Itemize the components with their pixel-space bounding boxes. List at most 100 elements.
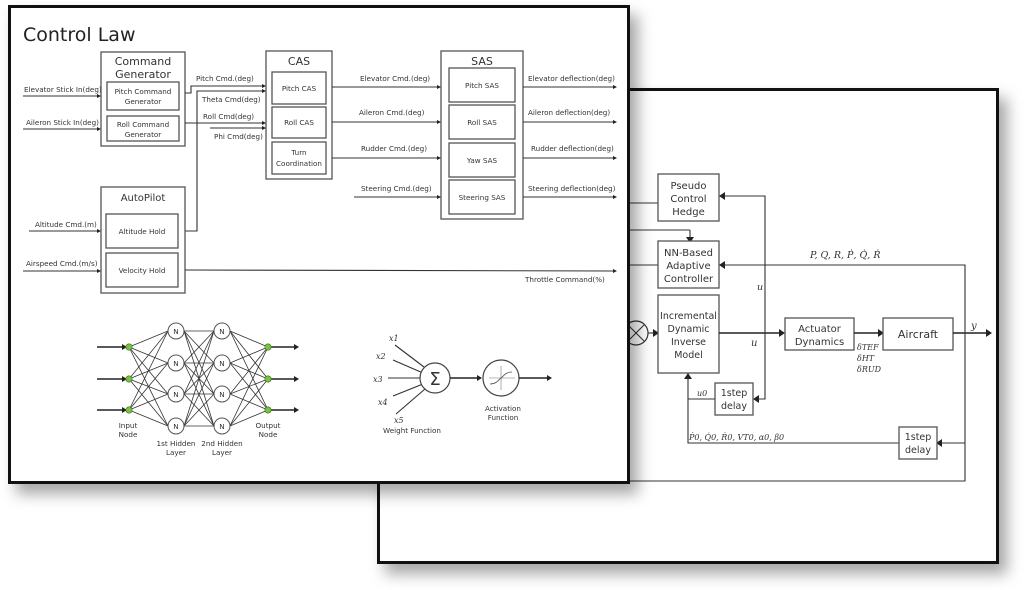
one-step-delay-block xyxy=(714,382,754,416)
io-node xyxy=(264,375,272,383)
turn-coordination-block xyxy=(271,141,327,175)
hidden-neuron xyxy=(167,417,185,435)
arrow-head xyxy=(477,375,482,381)
roll-cas-block xyxy=(271,106,327,139)
nn-label: Controller xyxy=(664,274,714,285)
nn-label: NN-Based xyxy=(664,248,713,259)
arrow-head xyxy=(613,120,617,124)
roll-cmd-gen-label: Generator xyxy=(125,130,162,139)
u0-label: u0 xyxy=(697,389,707,398)
delta-ht-label: δHT xyxy=(857,354,875,363)
nn-edge xyxy=(229,346,269,427)
hidden-neuron xyxy=(167,385,185,403)
delay-label: delay xyxy=(721,401,747,412)
weight-input-line xyxy=(394,344,425,368)
elevator-cmd-label: Elevator Cmd.(deg) xyxy=(360,74,430,83)
actuator-label: Actuator xyxy=(798,324,842,335)
pitch-cas-block xyxy=(271,71,327,105)
arrow-head xyxy=(437,156,441,160)
pitch-cmd-gen-label: Generator xyxy=(125,97,162,106)
io-node xyxy=(125,406,133,414)
roll-sas-label: Roll SAS xyxy=(467,118,497,127)
phi-cmd-label: Phi Cmd(deg) xyxy=(214,132,263,141)
weight-input-line xyxy=(395,388,426,415)
arrow-head xyxy=(294,407,299,413)
pch-label: Hedge xyxy=(672,207,705,218)
arrow-head xyxy=(613,85,617,89)
elevator-defl-label: Elevator deflection(deg) xyxy=(528,74,615,83)
hidden2-label: Layer xyxy=(212,448,232,457)
arrow-head xyxy=(613,195,617,199)
nn-edge xyxy=(128,362,169,411)
arrow-head xyxy=(97,127,101,131)
steering-defl-label: Steering deflection(deg) xyxy=(528,184,616,193)
nn-edge xyxy=(128,330,169,411)
rudder-defl-label: Rudder deflection(deg) xyxy=(531,144,614,153)
turn-coord-label: Turn xyxy=(290,148,306,157)
weight-input-line xyxy=(392,383,424,397)
arrow-head xyxy=(97,94,101,98)
x1-label: x1 xyxy=(389,334,399,343)
control-law-diagram: Control Law Command Generator Pitch Comm… xyxy=(23,24,617,457)
nn-edge xyxy=(229,330,269,348)
altitude-hold-block xyxy=(105,213,179,249)
neuron-label: N xyxy=(173,390,178,399)
neuron-label: N xyxy=(219,390,224,399)
nn-edge xyxy=(183,330,215,427)
arrow-head xyxy=(97,269,101,273)
elevator-stick-label: Elevator Stick In(deg) xyxy=(24,85,102,94)
activation-label: Activation xyxy=(485,404,521,413)
aileron-defl-label: Aileron deflection(deg) xyxy=(528,108,610,117)
arrow-head xyxy=(97,229,101,233)
aircraft-block xyxy=(882,317,954,351)
indi-label: Model xyxy=(674,350,703,361)
rates-feedback-line xyxy=(722,264,966,333)
nn-edge xyxy=(183,362,215,427)
u-feedback-label: u xyxy=(757,282,763,293)
arrow-head xyxy=(547,375,552,381)
velocity-hold-label: Velocity Hold xyxy=(119,266,166,275)
arrow-head xyxy=(262,84,266,88)
arrow-head xyxy=(684,373,692,379)
neuron-label: N xyxy=(173,327,178,336)
arrow-head xyxy=(262,89,266,93)
indi-label: Incremental xyxy=(660,311,717,322)
neuron-model: x1 x2 x3 x4 x5 Σ Weight Function Activat… xyxy=(373,334,552,435)
u-label: u xyxy=(751,338,757,349)
arrow-head xyxy=(437,85,441,89)
neuron-label: N xyxy=(219,327,224,336)
nn-edge xyxy=(229,346,269,364)
steering-cmd-label: Steering Cmd.(deg) xyxy=(361,184,432,193)
input-node-label: Node xyxy=(119,430,138,439)
roll-command-generator-block xyxy=(106,115,180,142)
nn-edge xyxy=(183,330,215,364)
weight-function-label: Weight Function xyxy=(383,426,441,435)
theta-cmd-line xyxy=(185,90,264,232)
panel-title: Control Law xyxy=(23,24,136,46)
nn-adaptive-controller-block xyxy=(657,240,720,289)
pitch-cmd-label: Pitch Cmd.(deg) xyxy=(196,74,254,83)
arrow-head xyxy=(719,261,725,269)
airspeed-cmd-label: Airspeed Cmd.(m/s) xyxy=(26,259,98,268)
io-node xyxy=(264,343,272,351)
arrow-head xyxy=(779,329,785,337)
nn-edge xyxy=(128,330,169,348)
summing-cross xyxy=(627,324,645,342)
control-law-panel: Control Law Command Generator Pitch Comm… xyxy=(8,5,630,484)
arrow-head xyxy=(653,329,659,337)
hidden-neuron xyxy=(167,322,185,340)
theta-cmd-label: Theta Cmd(deg) xyxy=(201,95,261,104)
output-node-label: Output xyxy=(256,421,281,430)
hidden1-label: Layer xyxy=(166,448,186,457)
arrow-head xyxy=(686,237,694,243)
neuron-label: N xyxy=(219,422,224,431)
input-node-label: Input xyxy=(119,421,138,430)
io-node xyxy=(264,406,272,414)
autopilot-title: AutoPilot xyxy=(121,193,166,204)
hidden1-label: 1st Hidden xyxy=(157,439,196,448)
arrow-head xyxy=(262,121,266,125)
x5-label: x5 xyxy=(394,416,404,425)
arrow-head xyxy=(753,395,759,403)
weight-input-line xyxy=(392,359,424,374)
